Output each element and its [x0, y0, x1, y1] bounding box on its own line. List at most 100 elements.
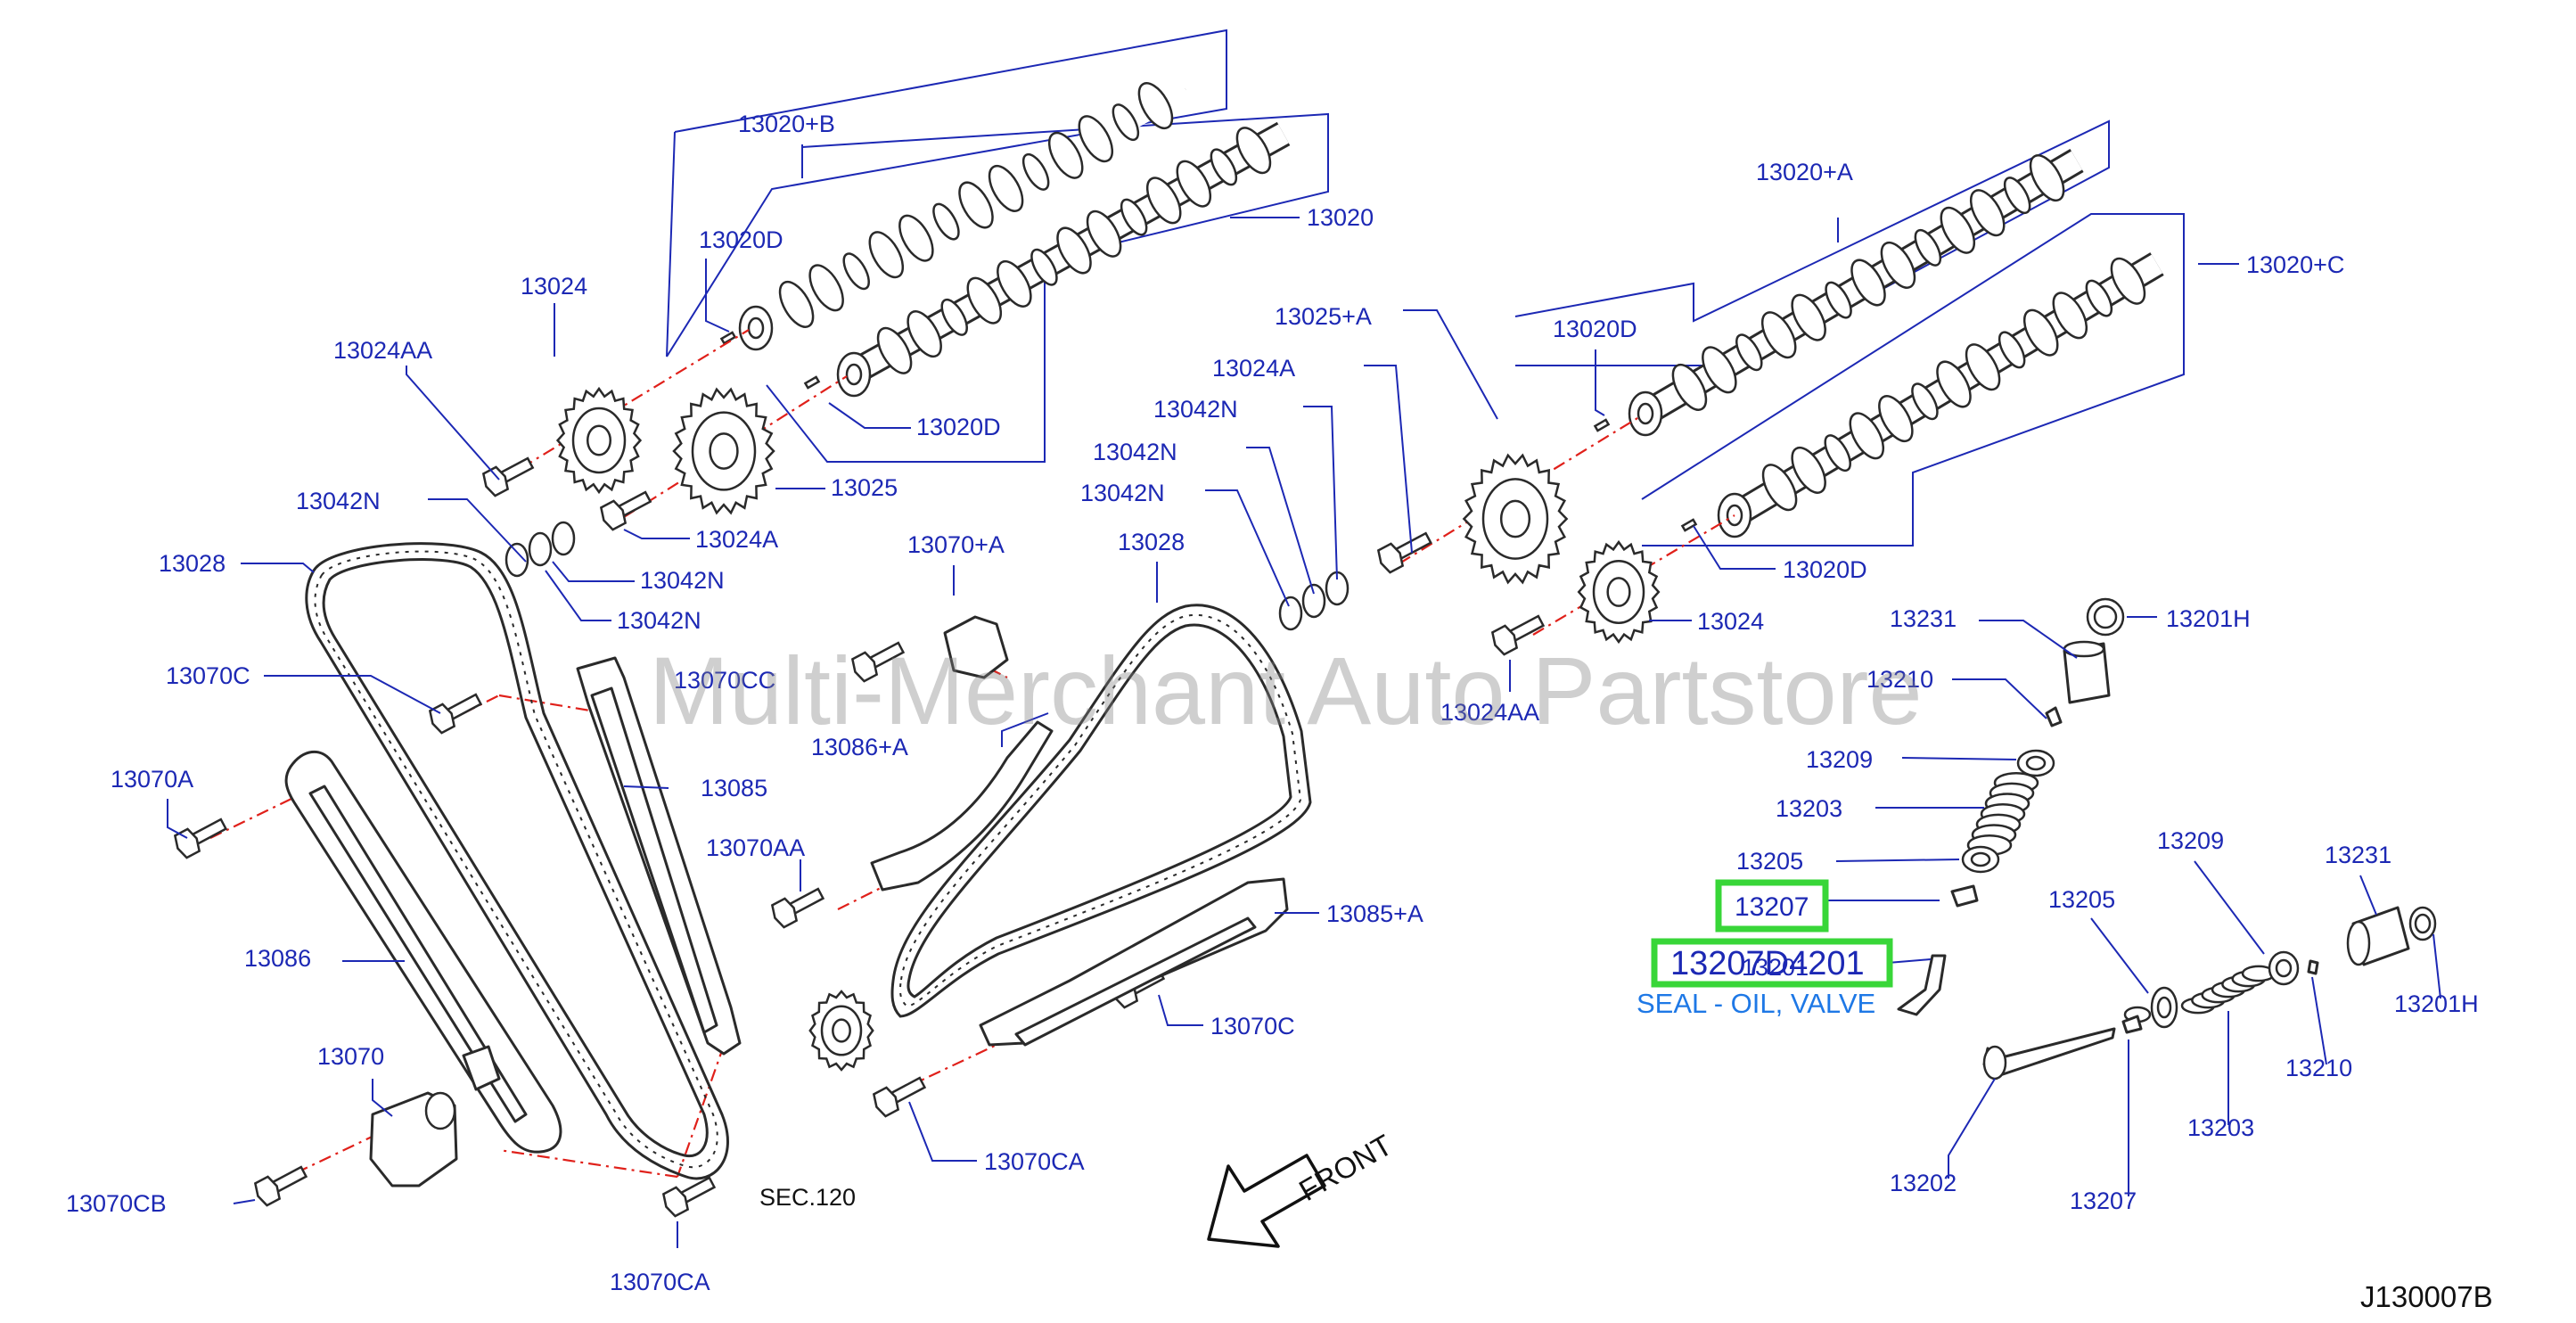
leader-lines — [167, 144, 2441, 1248]
cam-lobe — [1878, 395, 1914, 443]
sec120-label: SEC.120 — [759, 1184, 856, 1211]
cam-lobe — [1137, 82, 1174, 130]
cam-lobe — [932, 202, 960, 241]
camshaft-13020-a — [1593, 149, 2084, 437]
cam-lobe — [1940, 206, 1976, 254]
part-label: 13201H — [2394, 990, 2479, 1017]
part-label: 13086+A — [811, 734, 908, 760]
cam-lobe — [898, 214, 934, 262]
part-label: 13070CC — [674, 667, 775, 694]
bolt — [770, 887, 825, 929]
part-label: 13070C — [1210, 1013, 1295, 1040]
part-label: 13070CB — [66, 1190, 167, 1217]
sprocket-bore — [1606, 577, 1631, 607]
part-label: 13025 — [831, 474, 898, 501]
part-label: 13085+A — [1326, 900, 1423, 927]
sprocket-bore — [709, 432, 739, 470]
part-label: 13209 — [1806, 746, 1873, 773]
cam-lobe — [1047, 131, 1084, 179]
part-label: 13028 — [159, 550, 226, 577]
cam-lobe — [2085, 279, 2113, 317]
bolt — [173, 818, 228, 859]
cam-lobe — [1112, 103, 1140, 142]
cam-lobe — [1235, 127, 1272, 175]
highlight-13207[interactable]: 13207 — [1715, 879, 1829, 933]
seal-oil-valve-description: SEAL - OIL, VALVE — [1637, 988, 1875, 1019]
part-label: 13205 — [1736, 848, 1803, 875]
part-label: 13203 — [2187, 1114, 2254, 1141]
tensioner-arm-13086 — [284, 750, 562, 1154]
part-label: 13042N — [296, 488, 381, 514]
cam-lobe — [1702, 346, 1737, 394]
cam-lobe — [2003, 177, 2031, 215]
part-label: 13085 — [701, 775, 767, 801]
bolt — [872, 1076, 927, 1118]
part-label: 13205 — [2048, 886, 2115, 913]
tensioner-13070 — [369, 1045, 501, 1187]
sprocket-bore — [586, 424, 612, 456]
cam-lobe — [1936, 360, 1972, 408]
part-label: 13024AA — [333, 337, 432, 364]
cam-lobe — [1849, 412, 1885, 460]
cam-lobe — [1030, 248, 1058, 286]
part-label: 13042N — [1153, 396, 1238, 423]
cam-lobe — [1735, 333, 1763, 372]
guide-13086-a — [870, 615, 1054, 892]
cam-lobe — [1998, 331, 2026, 369]
part-label: 13024 — [1697, 608, 1764, 635]
highlight-13207-text: 13207 — [1735, 892, 1809, 922]
part-label: 13202 — [1890, 1170, 1957, 1196]
cam-lobe — [2022, 308, 2059, 357]
diagram-code: J130007B — [2360, 1280, 2493, 1313]
part-label: 13042N — [1093, 439, 1177, 465]
cam-lobe — [842, 252, 870, 291]
cam-lobe — [1880, 241, 1916, 289]
part-label: 13020+B — [738, 111, 835, 137]
cam-lobe — [1761, 464, 1798, 512]
part-label: 13070+A — [907, 531, 1005, 558]
cam-lobe — [1021, 152, 1050, 191]
cam-lobe — [1791, 293, 1826, 341]
part-label: 13024A — [695, 526, 778, 553]
guide-13085 — [576, 656, 742, 1056]
part-label: 13070AA — [706, 834, 805, 861]
bolt — [850, 641, 906, 683]
overlap-13201-text: 13201 — [1742, 954, 1809, 981]
guide-13085-a — [979, 877, 1289, 1047]
cam-lobe — [1210, 148, 1238, 186]
part-label: 13231 — [2325, 842, 2391, 868]
cam-lobe — [1965, 343, 2001, 391]
cam-lobe — [808, 264, 844, 312]
bolt — [661, 1176, 717, 1218]
part-label: 13020D — [1553, 316, 1637, 342]
part-label: 13042N — [617, 607, 701, 634]
part-label: 13210 — [2285, 1055, 2352, 1081]
cam-lobe — [1078, 115, 1114, 163]
sprocket-bore — [832, 1018, 851, 1043]
cam-lobe — [1671, 363, 1708, 411]
cam-lobe — [1791, 446, 1826, 494]
cam-lobe — [2110, 257, 2146, 305]
bolt — [481, 456, 535, 497]
right-timing-chain — [890, 604, 1312, 1018]
camshaft-bracket-boxes — [666, 29, 2185, 546]
part-label: 13070CA — [984, 1148, 1085, 1175]
cam-lobe — [1969, 189, 2006, 237]
cam-lobe — [1120, 198, 1148, 236]
part-label: 13020+A — [1756, 159, 1853, 185]
highlight-13207d4201-text: 13207D4201 — [1670, 945, 1865, 982]
part-label: 13210 — [1866, 666, 1933, 693]
watermark: Multi-Merchant Auto Partstore — [649, 637, 1923, 744]
cam-lobe — [940, 298, 968, 336]
left-sprockets — [555, 386, 1661, 645]
part-label: 13020D — [916, 414, 1001, 440]
cam-lobe — [868, 231, 905, 279]
cam-lobe — [1825, 281, 1852, 319]
cam-lobe — [907, 310, 942, 358]
cam-lobe — [1176, 160, 1212, 208]
cam-lobe — [1086, 210, 1122, 258]
highlight-13207d4201[interactable]: 13201 13207D4201 — [1651, 938, 1893, 988]
cam-lobe — [988, 164, 1024, 212]
cam-lobe — [1760, 311, 1797, 359]
